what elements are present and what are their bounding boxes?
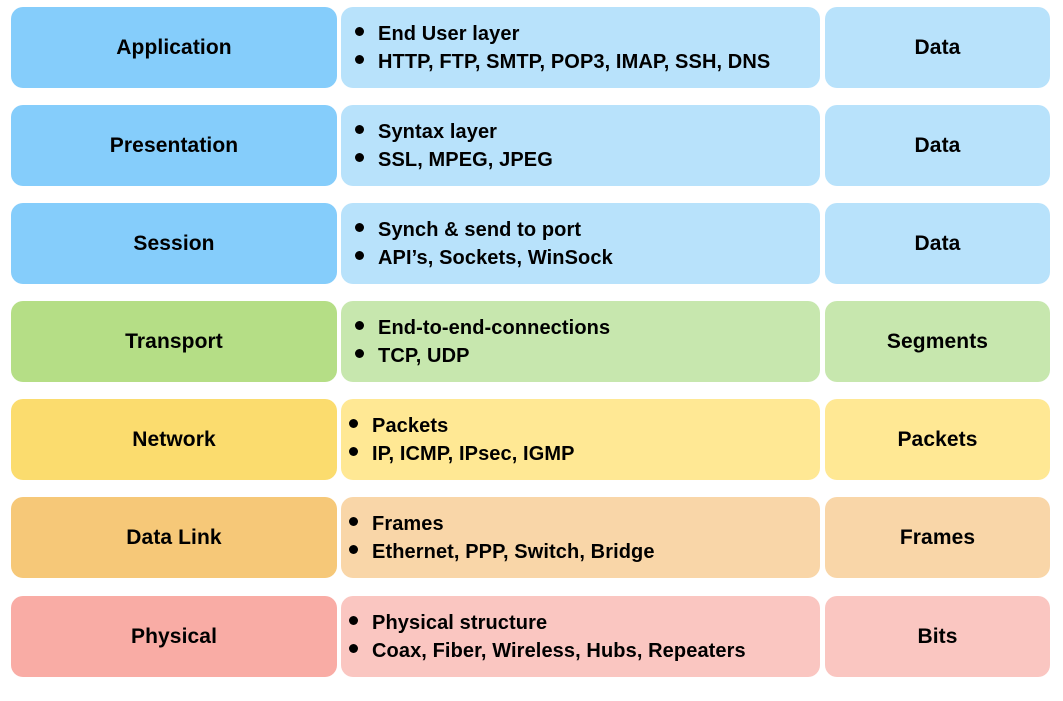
data-unit-label: Frames xyxy=(899,525,976,549)
layer-name-cell-physical[interactable]: Physical xyxy=(11,596,337,677)
data-unit-label: Data xyxy=(914,35,961,59)
bullet-list-item: Syntax layer xyxy=(355,120,820,144)
bullet-text: Synch & send to port xyxy=(378,218,582,241)
bullet-list-item: End User layer xyxy=(355,22,820,46)
bullet-text: TCP, UDP xyxy=(378,344,470,367)
layer-name-label: Presentation xyxy=(109,133,239,157)
bullet-list-item: SSL, MPEG, JPEG xyxy=(355,148,820,172)
data-unit-label: Segments xyxy=(886,329,989,353)
layer-name-cell-network[interactable]: Network xyxy=(11,399,337,480)
data-unit-label: Packets xyxy=(897,427,978,451)
data-unit-cell-data-link[interactable]: Frames xyxy=(825,497,1050,578)
bullet-list-item: Ethernet, PPP, Switch, Bridge xyxy=(349,540,820,564)
bullet-text: End-to-end-connections xyxy=(378,316,611,339)
layer-name-label: Network xyxy=(132,427,216,451)
layer-name-cell-presentation[interactable]: Presentation xyxy=(11,105,337,186)
bullet-dot-icon xyxy=(355,26,364,36)
bullet-text: Ethernet, PPP, Switch, Bridge xyxy=(372,540,655,563)
bullet-text: Coax, Fiber, Wireless, Hubs, Repeaters xyxy=(372,639,746,662)
bullet-text: Packets xyxy=(372,414,449,437)
bullet-dot-icon xyxy=(349,643,358,653)
layer-name-label: Physical xyxy=(130,624,218,648)
data-unit-cell-session[interactable]: Data xyxy=(825,203,1050,284)
bullet-list-item: Synch & send to port xyxy=(355,218,820,242)
bullet-dot-icon xyxy=(349,446,358,456)
layer-row-network: Network Packets IP, ICMP, IPsec, IGMP Pa… xyxy=(0,399,1063,480)
bullet-text: Syntax layer xyxy=(378,120,498,143)
bullet-list-item: TCP, UDP xyxy=(355,344,820,368)
bullet-dot-icon xyxy=(355,152,364,162)
layer-description-cell-data-link[interactable]: Frames Ethernet, PPP, Switch, Bridge xyxy=(341,497,820,578)
layer-description-cell-presentation[interactable]: Syntax layer SSL, MPEG, JPEG xyxy=(341,105,820,186)
layer-name-label: Session xyxy=(133,231,215,255)
bullet-dot-icon xyxy=(349,418,358,428)
data-unit-cell-network[interactable]: Packets xyxy=(825,399,1050,480)
layer-description-cell-application[interactable]: End User layer HTTP, FTP, SMTP, POP3, IM… xyxy=(341,7,820,88)
layer-description-cell-network[interactable]: Packets IP, ICMP, IPsec, IGMP xyxy=(341,399,820,480)
layer-row-physical: Physical Physical structure Coax, Fiber,… xyxy=(0,596,1063,677)
bullet-text: HTTP, FTP, SMTP, POP3, IMAP, SSH, DNS xyxy=(378,50,771,73)
bullet-list-item: Packets xyxy=(349,414,820,438)
data-unit-label: Data xyxy=(914,231,961,255)
data-unit-cell-application[interactable]: Data xyxy=(825,7,1050,88)
bullet-list-item: End-to-end-connections xyxy=(355,316,820,340)
layer-description-cell-physical[interactable]: Physical structure Coax, Fiber, Wireless… xyxy=(341,596,820,677)
layer-name-label: Transport xyxy=(125,329,223,353)
bullet-list-item: API’s, Sockets, WinSock xyxy=(355,246,820,270)
layer-name-cell-application[interactable]: Application xyxy=(11,7,337,88)
layer-name-cell-data-link[interactable]: Data Link xyxy=(11,497,337,578)
data-unit-cell-presentation[interactable]: Data xyxy=(825,105,1050,186)
bullet-dot-icon xyxy=(355,124,364,134)
layer-row-data-link: Data Link Frames Ethernet, PPP, Switch, … xyxy=(0,497,1063,578)
layer-name-cell-transport[interactable]: Transport xyxy=(11,301,337,382)
bullet-dot-icon xyxy=(349,544,358,554)
bullet-list-item: HTTP, FTP, SMTP, POP3, IMAP, SSH, DNS xyxy=(355,50,820,74)
bullet-dot-icon xyxy=(349,516,358,526)
layer-name-cell-session[interactable]: Session xyxy=(11,203,337,284)
bullet-text: SSL, MPEG, JPEG xyxy=(378,148,553,171)
layer-name-label: Data Link xyxy=(126,525,222,549)
bullet-dot-icon xyxy=(355,250,364,260)
bullet-dot-icon xyxy=(355,348,364,358)
data-unit-cell-physical[interactable]: Bits xyxy=(825,596,1050,677)
bullet-dot-icon xyxy=(355,320,364,330)
bullet-dot-icon xyxy=(355,54,364,64)
bullet-text: End User layer xyxy=(378,22,520,45)
bullet-dot-icon xyxy=(355,222,364,232)
layer-name-label: Application xyxy=(116,35,232,59)
bullet-text: IP, ICMP, IPsec, IGMP xyxy=(372,442,575,465)
bullet-list-item: Physical structure xyxy=(349,611,820,635)
bullet-dot-icon xyxy=(349,615,358,625)
layer-row-transport: Transport End-to-end-connections TCP, UD… xyxy=(0,301,1063,382)
layer-row-application: Application End User layer HTTP, FTP, SM… xyxy=(0,7,1063,88)
layer-description-cell-session[interactable]: Synch & send to port API’s, Sockets, Win… xyxy=(341,203,820,284)
data-unit-label: Bits xyxy=(917,624,958,648)
bullet-list-item: Coax, Fiber, Wireless, Hubs, Repeaters xyxy=(349,639,820,663)
layer-row-session: Session Synch & send to port API’s, Sock… xyxy=(0,203,1063,284)
data-unit-cell-transport[interactable]: Segments xyxy=(825,301,1050,382)
layer-description-cell-transport[interactable]: End-to-end-connections TCP, UDP xyxy=(341,301,820,382)
data-unit-label: Data xyxy=(914,133,961,157)
bullet-list-item: Frames xyxy=(349,512,820,536)
bullet-text: API’s, Sockets, WinSock xyxy=(378,246,613,269)
layer-row-presentation: Presentation Syntax layer SSL, MPEG, JPE… xyxy=(0,105,1063,186)
bullet-text: Physical structure xyxy=(372,611,548,634)
bullet-text: Frames xyxy=(372,512,444,535)
bullet-list-item: IP, ICMP, IPsec, IGMP xyxy=(349,442,820,466)
